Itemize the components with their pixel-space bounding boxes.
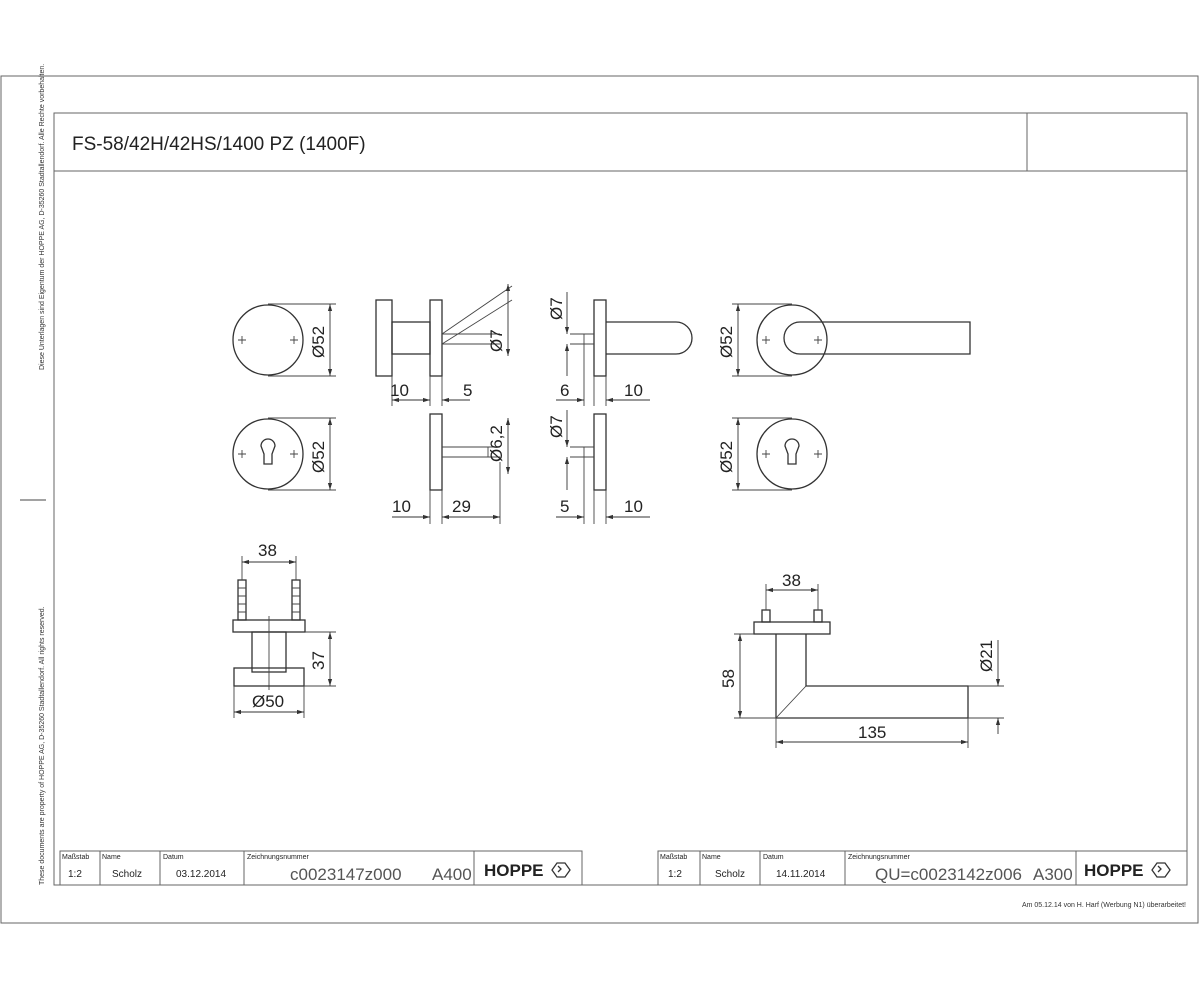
tb1-massstab-label: Maßstab	[62, 854, 89, 861]
tb2-number: QU=c0023142z006	[875, 865, 1022, 884]
dim-10-a: 10	[390, 381, 409, 400]
dim-21: Ø21	[977, 640, 996, 672]
dim-37: 37	[309, 651, 328, 670]
dim-135: 135	[858, 723, 886, 742]
escutcheon-right-dim: Ø52	[717, 417, 792, 491]
lever-assembly-dims: 38 58 Ø21 135	[719, 571, 1004, 748]
lever-assembly-view	[753, 609, 969, 719]
tb1-datum: 03.12.2014	[176, 869, 226, 880]
rose-top-view	[232, 304, 304, 376]
escutcheon-left-dim: Ø52	[268, 417, 336, 491]
lever-top-view	[756, 304, 971, 376]
tb1-number: c0023147z000	[290, 865, 402, 884]
dim-50: Ø50	[252, 692, 284, 711]
footer-note: Am 05.12.14 von H. Harf (Werbung N1) übe…	[1022, 902, 1186, 909]
tb2-format: A300	[1033, 865, 1073, 884]
lever-rose-dim: Ø52	[717, 303, 792, 377]
escutcheon-side-dims-b: Ø7 5 10	[547, 410, 650, 524]
tb1-format: A400	[432, 865, 472, 884]
tb1-logo-icon	[551, 862, 571, 878]
tb1-datum-label: Datum	[163, 854, 184, 861]
escutcheon-side-dims-a: 10 29 Ø6,2	[392, 418, 511, 524]
lever-side-view	[570, 299, 693, 377]
dim-5-b: 5	[560, 497, 569, 516]
side-note-bottom: These documents are property of HOPPE AG…	[39, 606, 46, 885]
drawing-title: FS-58/42H/42HS/1400 PZ (1400F)	[72, 134, 366, 155]
tb2-zeichnung-label: Zeichnungsnummer	[848, 854, 911, 861]
dim-10-c: 10	[392, 497, 411, 516]
dim-58: 58	[719, 669, 738, 688]
tb1-massstab: 1:2	[68, 869, 82, 880]
dim-6: 6	[560, 381, 569, 400]
escutcheon-side-view-a	[429, 413, 500, 491]
dim-pin7-c: Ø7	[547, 415, 566, 438]
side-note-top: Diese Unterlagen sind Eigentum der HOPPE…	[39, 64, 46, 370]
sheet-outer-frame	[0, 75, 1199, 924]
dim-esc-right: Ø52	[717, 441, 736, 473]
dim-rose-lever: Ø52	[717, 326, 736, 358]
dim-pin7-a: Ø7	[487, 329, 506, 352]
drawing-border	[53, 112, 1188, 886]
escutcheon-side-view-b	[570, 413, 607, 491]
dim-38-a: 38	[258, 541, 277, 560]
tb1-name-label: Name	[102, 854, 121, 861]
escutcheon-right-view	[756, 418, 828, 490]
rose-diameter-dim: Ø52	[268, 303, 336, 377]
tb2-massstab-label: Maßstab	[660, 854, 687, 861]
title-block-2: Maßstab Name Datum Zeichnungsnummer 1:2 …	[657, 850, 1188, 886]
dim-5-a: 5	[463, 381, 472, 400]
escutcheon-left-view	[232, 418, 304, 490]
knob-dims: 10 5 Ø7	[390, 284, 511, 406]
tb2-datum: 14.11.2014	[776, 869, 826, 880]
dim-38-b: 38	[782, 571, 801, 590]
tb2-name-label: Name	[702, 854, 721, 861]
tb1-logo: HOPPE	[484, 861, 544, 880]
dim-pin7-b: Ø7	[547, 297, 566, 320]
tb1-name: Scholz	[112, 869, 142, 880]
knob-side-view	[375, 285, 513, 377]
knob-assembly-view	[232, 579, 306, 690]
title-block-1: Maßstab Name Datum Zeichnungsnummer 1:2 …	[59, 850, 583, 886]
tb2-logo: HOPPE	[1084, 861, 1144, 880]
tb2-massstab: 1:2	[668, 869, 682, 880]
tb1-zeichnung-label: Zeichnungsnummer	[247, 854, 310, 861]
dim-rose-dia: Ø52	[309, 326, 328, 358]
dim-29: 29	[452, 497, 471, 516]
tb2-name: Scholz	[715, 869, 745, 880]
knob-assembly-dims: 38 37 Ø50	[233, 541, 336, 718]
tb2-datum-label: Datum	[763, 854, 784, 861]
dim-esc-left: Ø52	[309, 441, 328, 473]
lever-side-dims: Ø7 6 10	[547, 292, 650, 406]
tb2-logo-icon	[1151, 862, 1171, 878]
dim-pin62: Ø6,2	[487, 425, 506, 462]
dim-10-b: 10	[624, 381, 643, 400]
dim-10-d: 10	[624, 497, 643, 516]
